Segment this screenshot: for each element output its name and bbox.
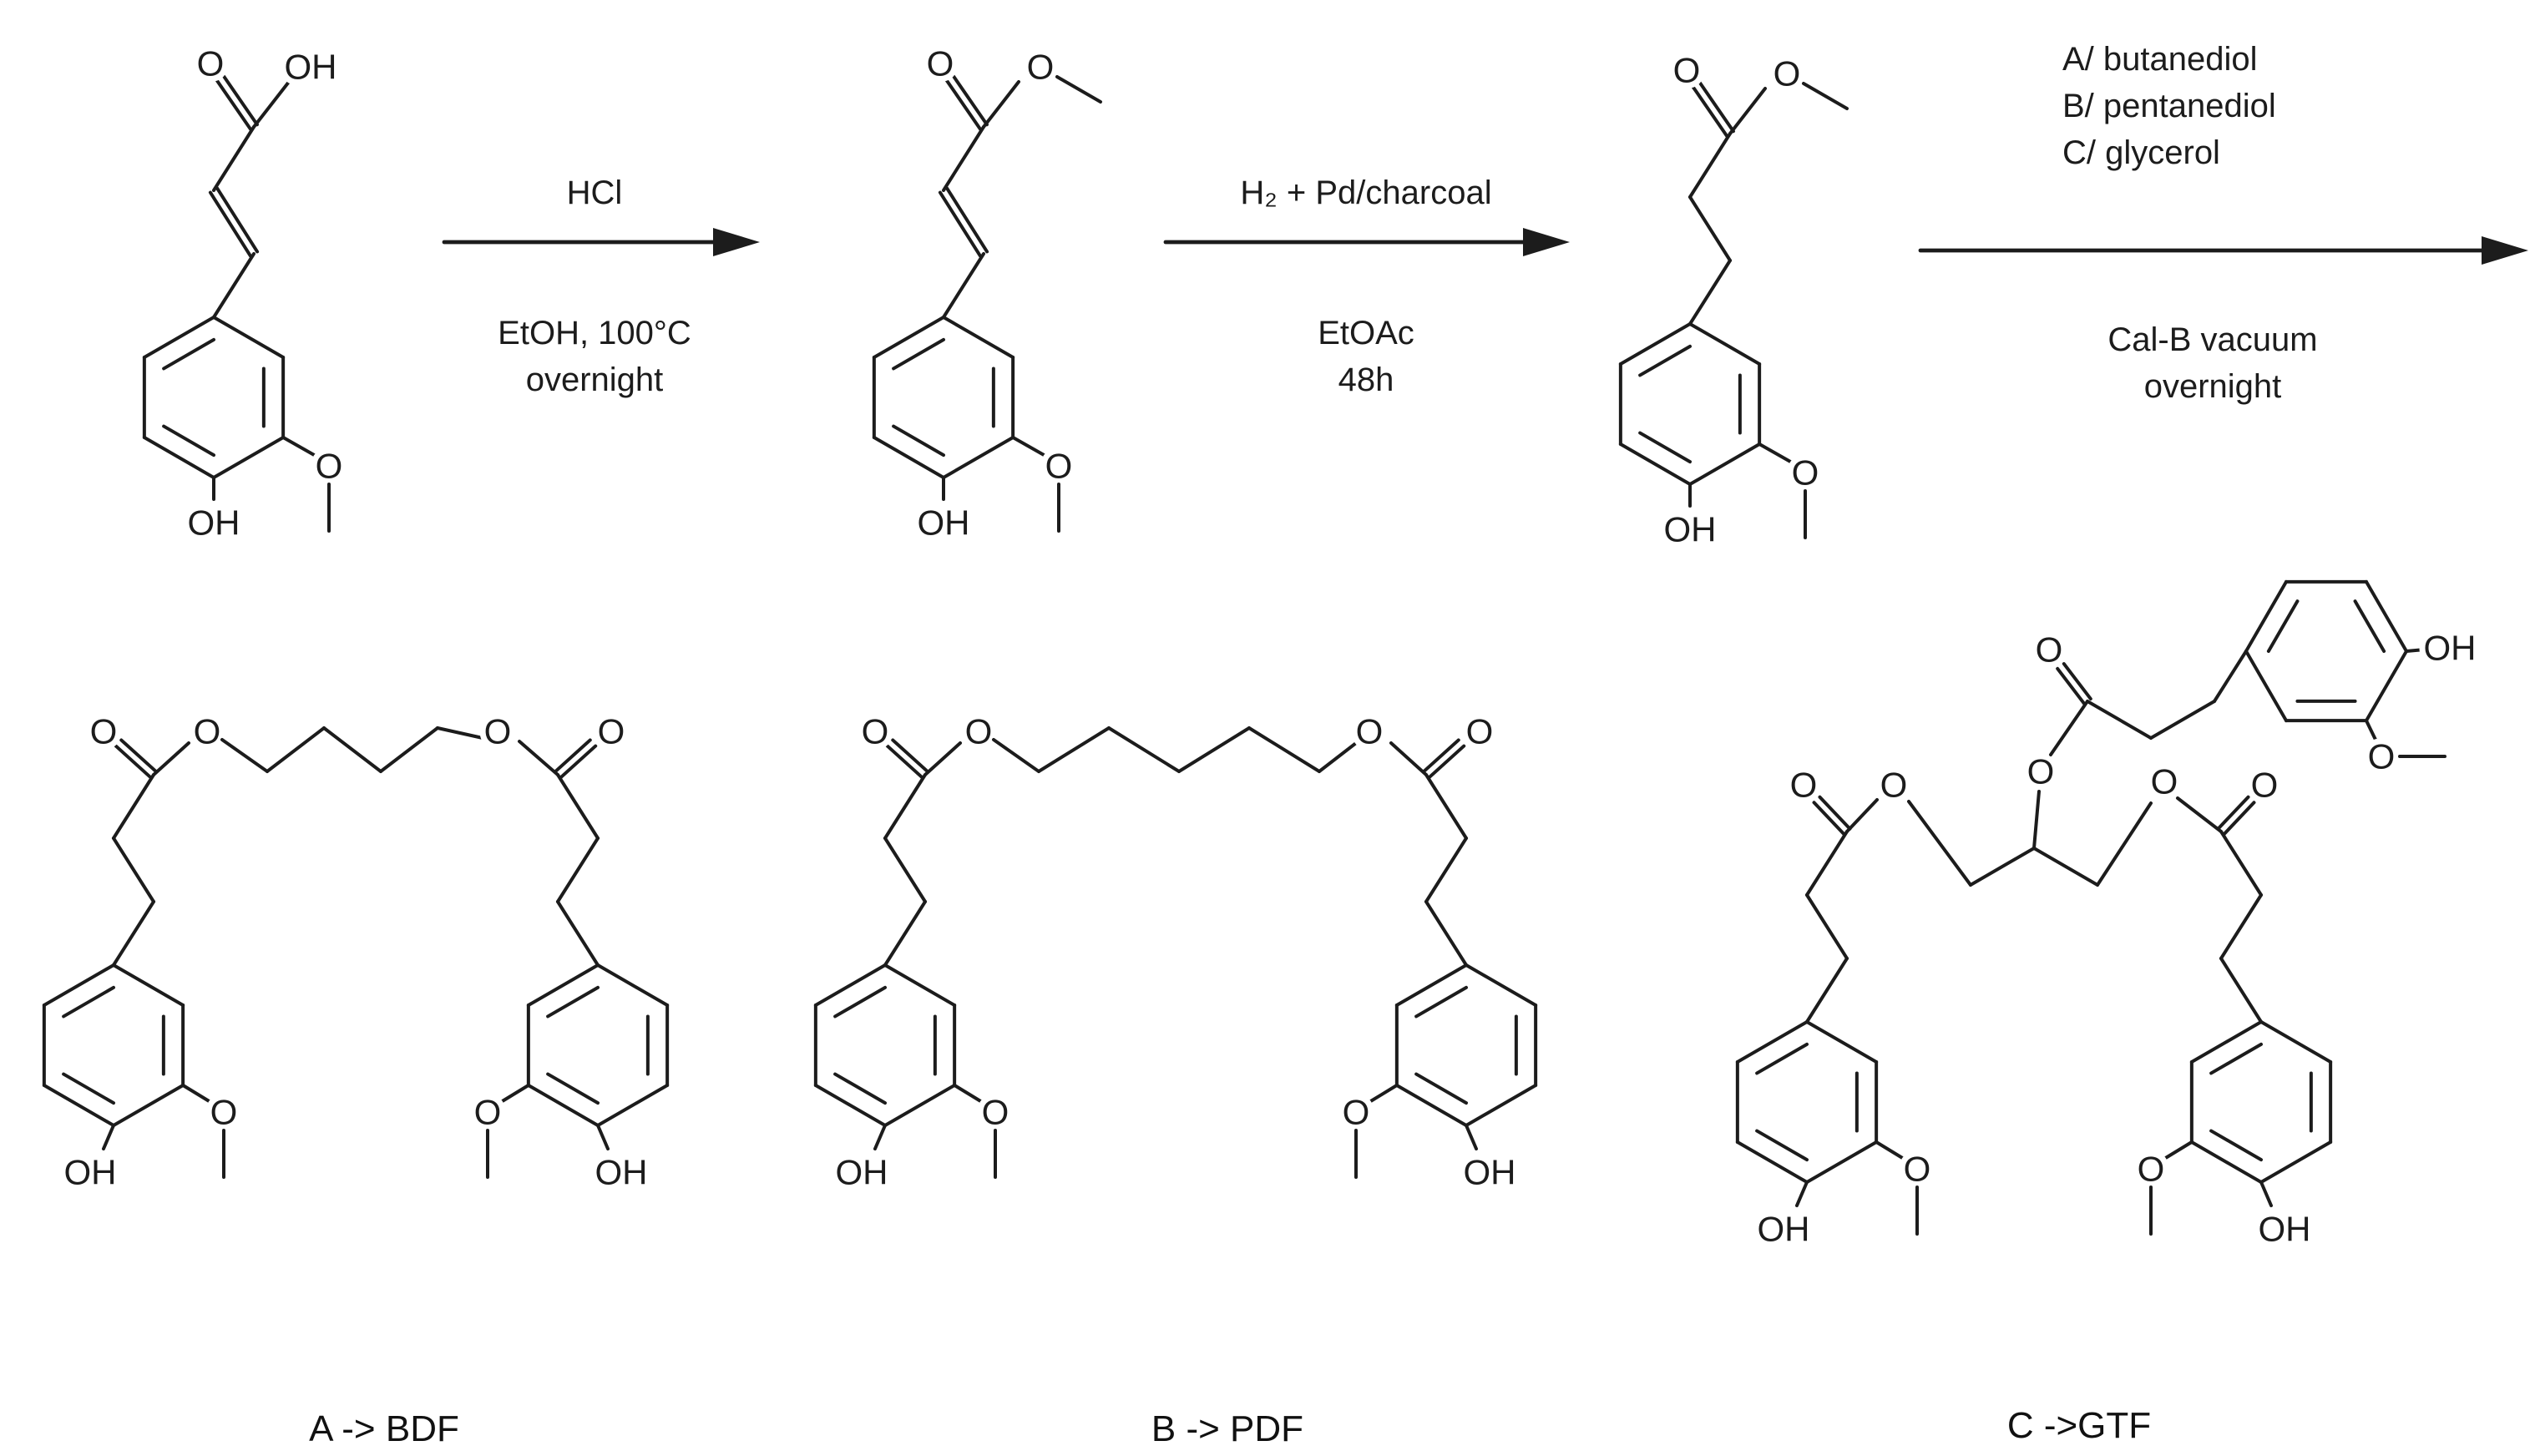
reaction-arrow-3 [1918,236,2528,265]
atom-label-O: O [2027,752,2055,791]
atom-label-O: O [1356,712,1384,751]
atom-label-O: O [474,1093,502,1132]
atom-label-O: O [1790,766,1818,805]
product-label-PDF: B -> PDF [1151,1408,1304,1449]
condition-step2-above: H₂ + Pd/charcoal [1152,170,1580,217]
atom-label-O: O [1904,1150,1931,1189]
atom-label-O: O [484,712,512,751]
atom-label-OH: OH [836,1153,888,1192]
molecule-product-BDF: OH O O O O O OH O [42,706,670,1198]
atom-label-O: O [1466,712,1494,751]
atom-label-O: O [2368,737,2396,776]
condition-step1-below: EtOH, 100°C overnight [428,311,762,404]
condition-line: B/ pentanediol [2062,88,2276,125]
molecule-ferulic-acid: OH O O OH [142,38,348,549]
reaction-arrow-2 [1163,228,1570,256]
atom-label-O: O [2151,762,2178,801]
atom-label-OH: OH [2259,1210,2311,1249]
condition-line: H₂ + Pd/charcoal [1240,175,1492,212]
atom-label-O: O [1773,54,1801,94]
condition-step3-above: A/ butanediol B/ pentanediol C/ glycerol [2062,37,2276,177]
product-label-BDF: A -> BDF [309,1408,459,1449]
atom-label-O: O [2138,1150,2165,1189]
molecule-methyl-dihydroferulate: OH O O O [1618,45,1849,555]
atom-label-O: O [1343,1093,1370,1132]
atom-label-OH: OH [1664,510,1717,549]
product-label-GTF: C ->GTF [2006,1404,2152,1446]
atom-label-OH: OH [285,48,337,87]
atom-label-O: O [1045,447,1073,486]
atom-label-O: O [1673,51,1701,90]
condition-line: EtOAc [1318,316,1414,352]
atom-label-O: O [197,44,225,83]
atom-label-O: O [2251,766,2279,805]
atom-label-O: O [316,447,343,486]
molecule-methyl-ferulate: OH O O O [872,38,1102,549]
atom-label-O: O [210,1093,238,1132]
atom-label-O: O [927,44,954,83]
atom-label-O: O [2036,630,2063,670]
condition-line: A/ butanediol [2062,42,2258,78]
condition-line: C/ glycerol [2062,135,2220,172]
condition-line: overnight [2143,369,2282,406]
atom-label-O: O [1880,766,1908,805]
atom-label-OH: OH [64,1153,117,1192]
condition-line: overnight [525,362,664,399]
atom-label-O: O [90,712,118,751]
condition-step3-below: Cal-B vacuum overnight [2046,317,2380,411]
condition-line: HCl [566,175,623,212]
atom-label-OH: OH [188,503,240,543]
condition-line: EtOH, 100°C [498,316,691,352]
atom-label-O: O [598,712,625,751]
atom-label-O: O [1792,453,1819,493]
condition-step1-above: HCl [428,170,762,217]
atom-label-O: O [862,712,889,751]
reaction-arrow-1 [442,228,760,256]
condition-step2-below: EtOAc 48h [1152,311,1580,404]
atom-label-OH: OH [595,1153,648,1192]
atom-label-OH: OH [2424,629,2477,668]
atom-label-OH: OH [918,503,970,543]
atom-label-O: O [982,1093,1009,1132]
atom-label-O: O [1027,48,1055,87]
atom-label-OH: OH [1464,1153,1516,1192]
atom-label-O: O [965,712,993,751]
molecule-product-GTF: O O OH O O O OH O O O OH O [1735,579,2482,1255]
molecule-product-PDF: OH O O O O O OH O [813,706,1538,1198]
condition-line: 48h [1338,362,1394,399]
atom-label-OH: OH [1758,1210,1810,1249]
condition-line: Cal-B vacuum [2107,322,2318,359]
atom-label-O: O [194,712,221,751]
